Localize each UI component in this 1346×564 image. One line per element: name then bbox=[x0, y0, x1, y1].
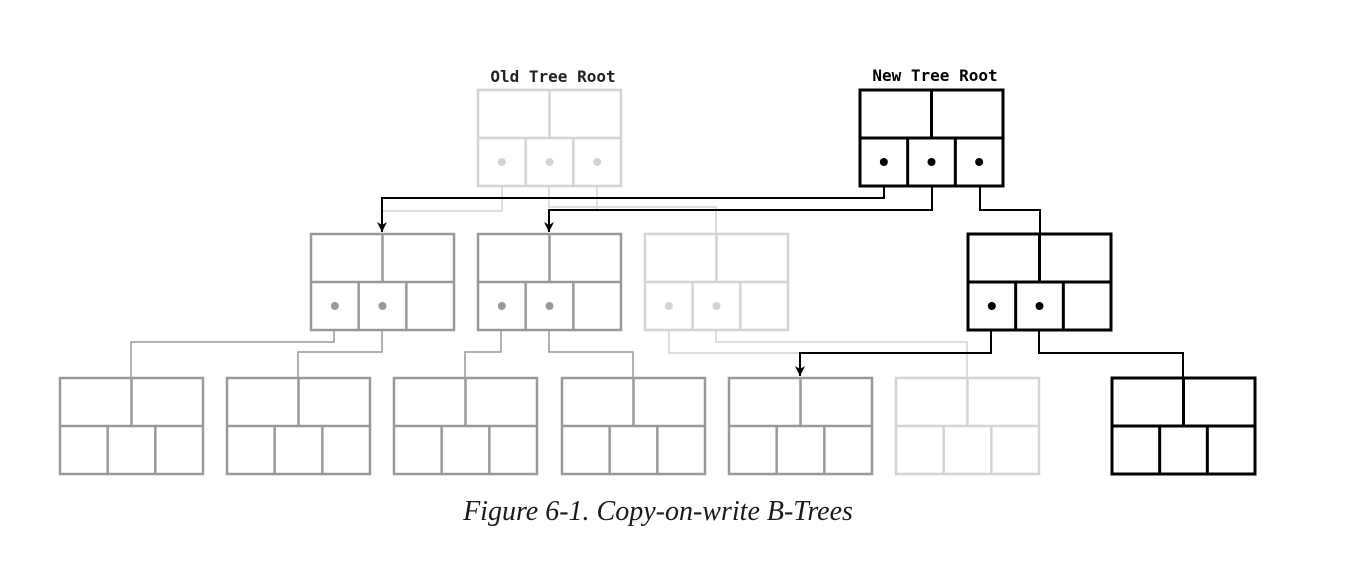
pointer-dot bbox=[987, 302, 996, 310]
pointer-dot bbox=[975, 158, 984, 166]
pointer-dot bbox=[593, 158, 602, 166]
leaf-node-5 bbox=[727, 376, 874, 476]
figure-caption: Figure 6-1. Copy-on-write B-Trees bbox=[463, 496, 853, 527]
leaf-node-3 bbox=[392, 376, 539, 476]
pointer-dot bbox=[545, 158, 554, 166]
internal-node-2 bbox=[476, 232, 623, 332]
pointer-dot bbox=[1035, 302, 1044, 310]
pointer-dot bbox=[545, 302, 554, 310]
pointer-dot bbox=[712, 302, 721, 310]
internal-1-edge-1 bbox=[130, 306, 335, 378]
tree-nodes bbox=[58, 88, 1257, 476]
pointer-dot bbox=[664, 302, 673, 310]
pointer-dot bbox=[497, 302, 506, 310]
new-tree-root-label: New Tree Root bbox=[872, 66, 997, 85]
leaf-node-6 bbox=[894, 376, 1041, 476]
leaf-node-2 bbox=[225, 376, 372, 476]
new-root-node bbox=[858, 88, 1005, 188]
pointer-dot bbox=[330, 302, 339, 310]
leaf-node-1 bbox=[58, 376, 205, 476]
internal-node-1 bbox=[309, 232, 456, 332]
leaf-node-4 bbox=[560, 376, 707, 476]
pointer-dot bbox=[378, 302, 387, 310]
new-root-edge-1 bbox=[377, 162, 885, 232]
pointer-dot bbox=[927, 158, 936, 166]
old-tree-root-label: Old Tree Root bbox=[490, 67, 615, 86]
internal-node-3 bbox=[643, 232, 790, 332]
pointer-dot bbox=[497, 158, 506, 166]
old-root-node bbox=[476, 88, 623, 188]
new-internal-edge-1 bbox=[795, 306, 992, 376]
internal-node-new bbox=[966, 232, 1113, 332]
pointer-dot bbox=[879, 158, 888, 166]
leaf-node-new bbox=[1110, 376, 1257, 476]
